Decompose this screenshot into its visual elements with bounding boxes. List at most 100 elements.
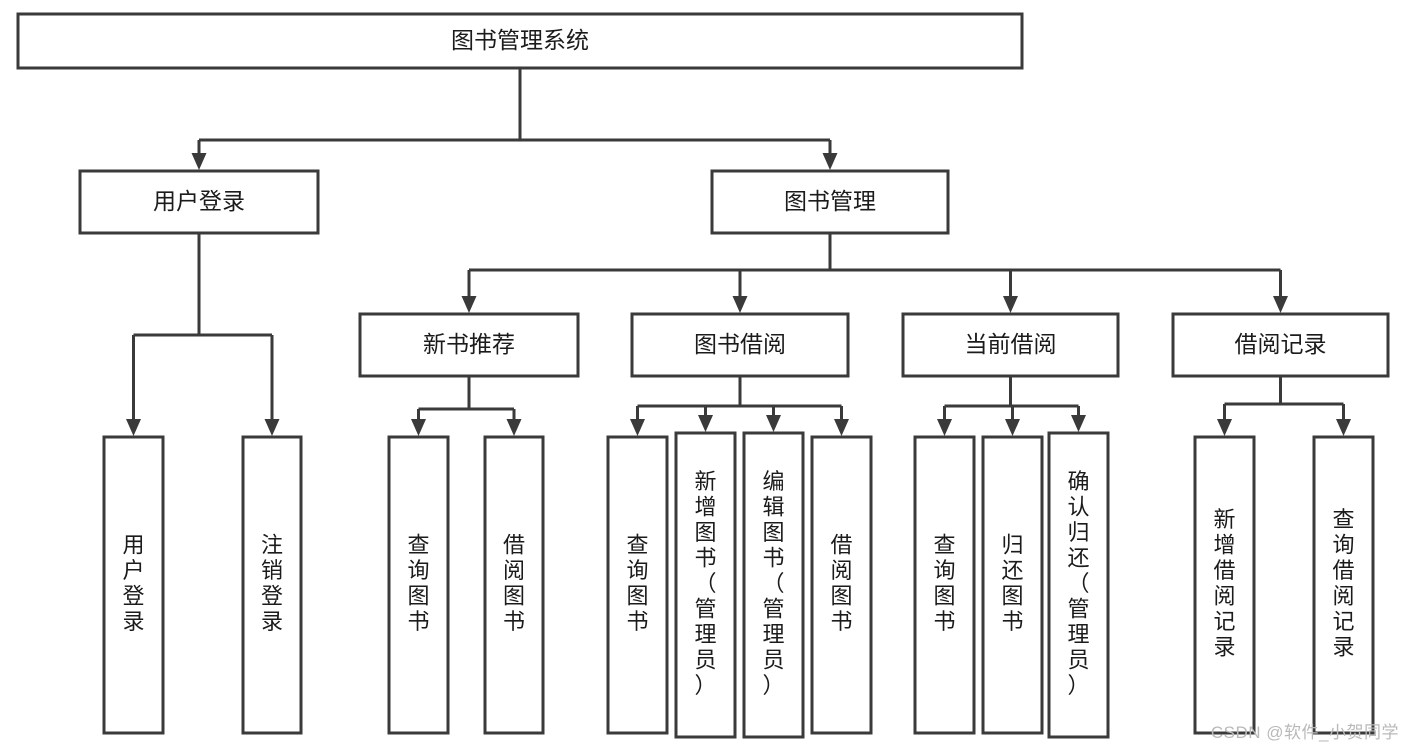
node-label-char-leaf-confirm-return-admin-8: ） — [1067, 673, 1089, 698]
node-label-char-leaf-confirm-return-admin-3: 还 — [1067, 545, 1089, 570]
node-box-leaf-confirm-return-admin — [1047, 431, 1110, 739]
node-label-new-book-recommend: 新书推荐 — [423, 331, 515, 357]
node-box-new-book-recommend — [358, 312, 580, 378]
connector-group-current-borrow — [937, 376, 1086, 436]
node-leaf-user-login[interactable]: 用户登录 — [102, 435, 165, 735]
node-current-borrow[interactable]: 当前借阅 — [901, 312, 1120, 378]
node-label-char-leaf-user-login-2: 登 — [122, 584, 144, 609]
node-label-char-leaf-add-borrow-record-1: 增 — [1213, 533, 1235, 558]
node-label-char-leaf-borrow-book-3: 书 — [830, 609, 852, 634]
node-box-borrow-record — [1171, 312, 1390, 378]
arrow-head-icon — [1336, 419, 1351, 436]
node-box-leaf-borrow-book-rec — [483, 435, 545, 735]
connector-group-borrow-record — [1217, 376, 1351, 436]
node-label-char-leaf-borrow-book-2: 图 — [830, 584, 852, 609]
arrow-head-icon — [411, 419, 426, 436]
node-user-login[interactable]: 用户登录 — [78, 169, 320, 235]
watermark-text: CSDN @软件_小贺同学 — [1210, 723, 1399, 742]
node-box-leaf-query-book-current — [913, 435, 976, 735]
node-book-borrow[interactable]: 图书借阅 — [630, 312, 850, 378]
node-label-char-leaf-add-borrow-record-4: 记 — [1213, 609, 1235, 634]
node-label-char-leaf-add-borrow-record-3: 阅 — [1213, 584, 1235, 609]
node-box-leaf-return-book — [981, 435, 1044, 735]
node-label-char-leaf-return-book-2: 图 — [1001, 584, 1023, 609]
node-borrow-record[interactable]: 借阅记录 — [1171, 312, 1390, 378]
node-label-char-leaf-return-book-0: 归 — [1001, 533, 1023, 558]
node-label-char-leaf-query-book-borrow-1: 询 — [626, 558, 648, 583]
node-label-char-leaf-add-borrow-record-5: 录 — [1213, 635, 1235, 660]
node-label-char-leaf-query-borrow-record-0: 查 — [1332, 507, 1354, 532]
node-label-char-leaf-borrow-book-1: 阅 — [830, 558, 852, 583]
node-label-char-leaf-query-book-rec-0: 查 — [407, 533, 429, 558]
node-box-leaf-add-book-admin — [674, 431, 737, 739]
node-label-char-leaf-add-book-admin-4: （ — [694, 571, 716, 596]
node-label-char-leaf-add-borrow-record-2: 借 — [1213, 558, 1235, 583]
connector-group-root — [191, 68, 838, 170]
node-label-char-leaf-edit-book-admin-7: 员 — [762, 647, 784, 672]
node-label-char-leaf-edit-book-admin-4: （ — [762, 571, 784, 596]
node-box-root — [16, 12, 1024, 70]
node-label-char-leaf-return-book-1: 还 — [1001, 558, 1023, 583]
node-label-char-leaf-query-borrow-record-2: 借 — [1332, 558, 1354, 583]
node-label-char-leaf-query-borrow-record-5: 录 — [1332, 635, 1354, 660]
node-label-char-leaf-edit-book-admin-1: 辑 — [762, 494, 784, 519]
node-box-book-borrow — [630, 312, 850, 378]
node-label-char-leaf-user-login-1: 户 — [122, 558, 144, 583]
node-label-char-leaf-add-book-admin-0: 新 — [694, 469, 716, 494]
node-label-char-leaf-query-book-rec-1: 询 — [407, 558, 429, 583]
node-label-char-leaf-query-borrow-record-3: 阅 — [1332, 584, 1354, 609]
node-label-user-login: 用户登录 — [153, 188, 245, 214]
node-label-char-leaf-confirm-return-admin-4: （ — [1067, 571, 1089, 596]
node-box-leaf-query-borrow-record — [1312, 435, 1375, 735]
node-label-char-leaf-user-logout-3: 录 — [261, 609, 283, 634]
arrow-head-icon — [126, 419, 141, 436]
connector-group-new-book-recommend — [411, 376, 522, 436]
node-label-char-leaf-query-book-borrow-3: 书 — [626, 609, 648, 634]
node-label-current-borrow: 当前借阅 — [965, 331, 1057, 357]
connector-group-book-borrow — [630, 376, 849, 436]
node-label-char-leaf-edit-book-admin-2: 图 — [762, 520, 784, 545]
arrow-head-icon — [191, 153, 207, 170]
arrow-head-icon — [937, 419, 952, 436]
node-book-manage[interactable]: 图书管理 — [710, 169, 950, 235]
node-label-char-leaf-borrow-book-rec-0: 借 — [503, 533, 525, 558]
node-root[interactable]: 图书管理系统 — [16, 12, 1024, 70]
node-box-user-login — [78, 169, 320, 235]
arrow-head-icon — [1005, 419, 1020, 436]
node-label-char-leaf-user-login-0: 用 — [122, 533, 144, 558]
node-label-char-leaf-user-logout-0: 注 — [261, 533, 283, 558]
node-label-book-borrow: 图书借阅 — [694, 331, 786, 357]
node-label-char-leaf-return-book-3: 书 — [1001, 609, 1023, 634]
arrow-head-icon — [1071, 415, 1086, 432]
node-box-book-manage — [710, 169, 950, 235]
node-label-char-leaf-edit-book-admin-5: 管 — [762, 596, 784, 621]
node-label-char-leaf-confirm-return-admin-7: 员 — [1067, 647, 1089, 672]
node-label-char-leaf-borrow-book-rec-2: 图 — [503, 584, 525, 609]
node-label-char-leaf-query-borrow-record-1: 询 — [1332, 533, 1354, 558]
node-label-char-leaf-add-borrow-record-0: 新 — [1213, 507, 1235, 532]
node-box-leaf-user-logout — [241, 435, 303, 735]
node-label-char-leaf-edit-book-admin-8: ） — [762, 673, 784, 698]
connector-group-user-login — [126, 233, 280, 436]
node-label-char-leaf-add-book-admin-8: ） — [694, 673, 716, 698]
node-label-char-leaf-add-book-admin-3: 书 — [694, 545, 716, 570]
node-label-char-leaf-add-book-admin-1: 增 — [694, 494, 716, 519]
node-layer: 图书管理系统用户登录图书管理新书推荐图书借阅当前借阅借阅记录用户登录注销登录查询… — [16, 12, 1390, 739]
node-label-char-leaf-user-logout-2: 登 — [261, 584, 283, 609]
node-new-book-recommend[interactable]: 新书推荐 — [358, 312, 580, 378]
node-box-current-borrow — [901, 312, 1120, 378]
arrow-head-icon — [461, 296, 477, 313]
